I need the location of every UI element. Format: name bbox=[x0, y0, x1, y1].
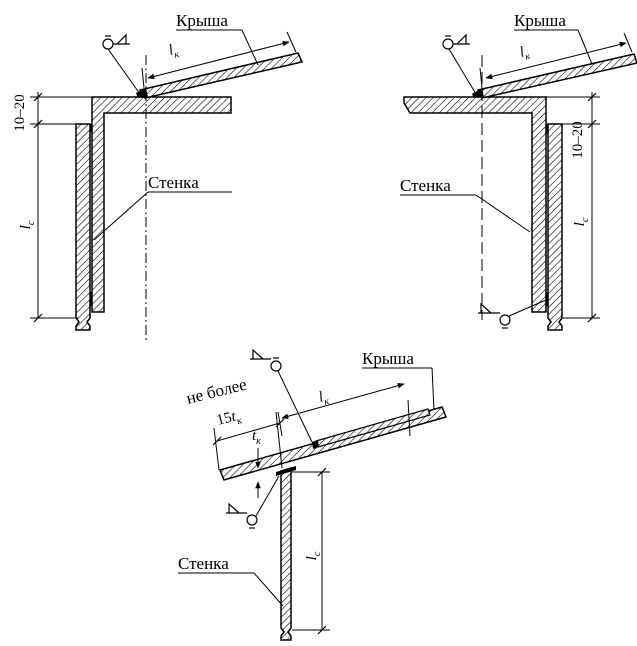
weld-seam bbox=[136, 88, 148, 98]
wall-label: Стенка bbox=[400, 176, 451, 195]
diagram-top-left: lк Крыша Стенка 10–20 lс bbox=[12, 11, 304, 340]
wall-length-label: lс bbox=[304, 551, 323, 560]
weld-symbol-icon bbox=[226, 475, 280, 529]
wall-length-label: lс bbox=[18, 220, 37, 229]
weld-symbol-icon bbox=[478, 299, 547, 329]
roof-label: Крыша bbox=[176, 11, 228, 30]
roof-leader bbox=[577, 29, 593, 65]
roof-length-dimension-line bbox=[485, 41, 627, 80]
wall-leader bbox=[475, 194, 531, 233]
gap-label: 10–20 bbox=[570, 121, 586, 159]
diagram-bottom: не более 15tк tк lк Крыша bbox=[178, 348, 448, 641]
roof-label: Крыша bbox=[362, 349, 414, 368]
wall-leader bbox=[253, 572, 284, 607]
weld-seam bbox=[276, 466, 296, 476]
weld-seam bbox=[472, 88, 484, 98]
wall-label: Стенка bbox=[148, 173, 199, 192]
wall-plate bbox=[75, 123, 91, 331]
roof-label: Крыша bbox=[514, 11, 566, 30]
wall-plate bbox=[547, 123, 563, 331]
weld-symbol-icon bbox=[102, 33, 141, 95]
diagram-top-right: lк Крыша Стенка 10–20 bbox=[400, 11, 637, 331]
wall-length-label: lс bbox=[572, 217, 591, 226]
roof-leader bbox=[431, 367, 435, 411]
roof-length-dimension-line bbox=[147, 40, 290, 80]
overhang-dimension-line bbox=[216, 422, 281, 442]
weld-symbol-icon bbox=[442, 33, 477, 95]
wall-label: Стенка bbox=[178, 554, 229, 573]
weld-symbol-icon bbox=[250, 348, 313, 443]
weld-seam bbox=[312, 440, 319, 449]
overhang-limit-label: не более bbox=[184, 375, 248, 408]
angle-profile bbox=[91, 96, 232, 313]
roof-length-dimension-line bbox=[281, 382, 405, 420]
overhang-value-label: 15tк bbox=[215, 408, 243, 432]
gap-label: 10–20 bbox=[12, 94, 28, 132]
roof-length-label: lк bbox=[167, 41, 180, 62]
roof-length-label: lк bbox=[518, 43, 531, 64]
wall-plate bbox=[280, 466, 292, 641]
thickness-label: tк bbox=[252, 428, 261, 447]
roof-length-label: lк bbox=[317, 388, 330, 409]
upper-roof-sheet bbox=[315, 408, 431, 448]
roof-leader bbox=[241, 29, 259, 66]
wall-leader bbox=[93, 191, 149, 241]
angle-profile bbox=[403, 96, 547, 313]
